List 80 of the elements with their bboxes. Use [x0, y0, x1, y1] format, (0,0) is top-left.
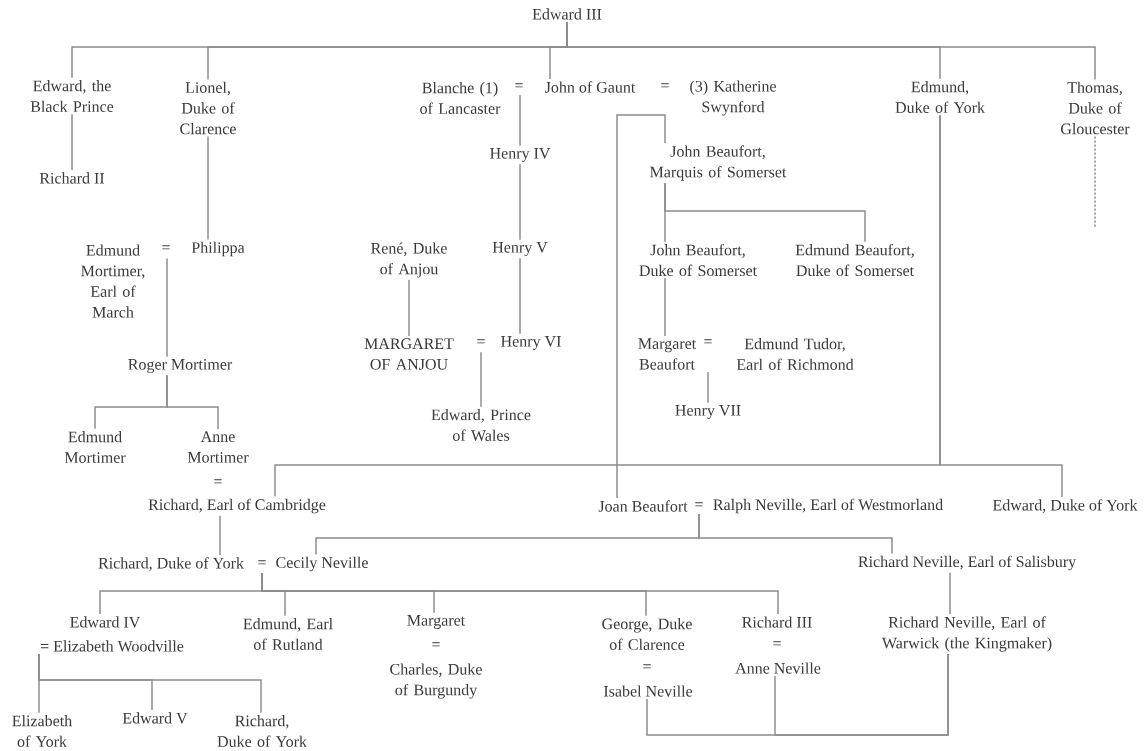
marriage-sign: = — [773, 641, 781, 646]
marriage-sign: = — [704, 339, 712, 344]
person-name: MARGARET OF ANJOU — [364, 338, 454, 370]
connector-line — [939, 114, 1063, 498]
person-name: Lionel, Duke of Clarence — [180, 81, 236, 135]
connector-line — [519, 257, 521, 335]
person-name: Edmund Mortimer, Earl of March — [81, 244, 145, 318]
person-name: Richard, Earl of Cambridge — [148, 498, 326, 514]
person-name: Edmund Tudor, Earl of Richmond — [736, 338, 854, 370]
connector-line — [519, 94, 521, 147]
person-name: Richard, Duke of York — [217, 715, 307, 747]
person-name: Henry V — [492, 242, 548, 256]
connector-line — [707, 371, 709, 404]
dotted-line — [1094, 135, 1096, 229]
person-name: Edward IV — [70, 616, 141, 628]
person-name: Anne Neville — [735, 662, 821, 674]
connector-line — [664, 117, 666, 144]
person-name: Edmund, Earl of Rutland — [243, 618, 333, 650]
person-name: Anne Mortimer — [187, 431, 249, 463]
connector-line — [408, 279, 410, 337]
person-name: Henry VI — [501, 336, 561, 350]
person-name: Henry IV — [490, 148, 551, 162]
marriage-sign: = — [695, 502, 703, 507]
person-name: Ralph Neville, Earl of Westmorland — [713, 498, 943, 514]
connector-line — [566, 21, 1096, 81]
connector-line — [664, 277, 666, 337]
person-name: Edward V — [122, 712, 188, 724]
person-name: (3) Katherine Swynford — [690, 80, 776, 116]
connector-line — [616, 114, 666, 499]
connector-line — [261, 572, 779, 615]
person-name: Isabel Neville — [603, 685, 693, 697]
connector-line — [166, 257, 168, 358]
marriage-sign: = — [432, 642, 440, 647]
person-name: John Beaufort, Duke of Somerset — [639, 243, 757, 277]
connector-line — [949, 571, 951, 615]
person-name: Richard II — [39, 172, 105, 184]
person-name: Edward III — [532, 8, 602, 20]
person-name: Edward, Duke of York — [992, 499, 1138, 513]
connector-line — [774, 653, 949, 736]
marriage-sign: = — [661, 83, 669, 88]
person-name: Margaret Beaufort — [638, 338, 697, 370]
marriage-sign: = — [643, 664, 651, 669]
connector-line — [698, 513, 893, 555]
person-name: Blanche (1) of Lancaster — [420, 82, 501, 114]
marriage-sign: = — [258, 560, 266, 565]
person-name: George, Duke of Clarence — [602, 618, 692, 650]
person-name: René, Duke of Anjou — [371, 242, 447, 278]
connector-line — [166, 374, 219, 430]
connector-line — [219, 514, 221, 556]
person-name: Roger Mortimer — [128, 359, 233, 374]
connector-line — [664, 182, 866, 243]
connector-line — [480, 351, 482, 408]
person-name: Thomas, Duke of Gloucester — [1061, 81, 1130, 135]
connector-line — [207, 135, 209, 241]
person-name: Edmund Beaufort, Duke of Somerset — [795, 243, 914, 277]
person-name: Richard Neville, Earl of Warwick (the Kingmaker) — [881, 616, 1052, 652]
person-name: Philippa — [191, 241, 245, 257]
person-name: Edward, the Black Prince — [30, 80, 114, 112]
person-name: Henry VII — [675, 405, 741, 419]
marriage-sign: = — [214, 479, 222, 484]
connector-line — [519, 163, 521, 241]
person-name: Elizabeth of York — [12, 715, 72, 747]
person-name: Charles, Duke of Burgundy — [390, 663, 482, 699]
connector-line — [38, 653, 262, 714]
person-name: Richard III — [742, 616, 812, 628]
person-name: Edmund Mortimer — [64, 431, 126, 463]
person-name: John of Gaunt — [545, 81, 636, 93]
connector-line — [71, 113, 73, 171]
person-name: Joan Beaufort — [598, 500, 688, 512]
person-name: Richard Neville, Earl of Salisbury — [858, 555, 1077, 571]
person-name: John Beaufort, Marquis of Somerset — [650, 145, 787, 181]
person-name: Edward, Prince of Wales — [431, 409, 531, 441]
marriage-sign: = — [162, 245, 170, 250]
marriage-sign: = — [515, 83, 523, 88]
marriage-sign: = — [477, 339, 485, 344]
person-name: Edmund, Duke of York — [895, 81, 985, 113]
person-name: Margaret — [407, 615, 466, 629]
person-name: Richard, Duke of York — [98, 557, 244, 571]
person-name: Cecily Neville — [276, 556, 368, 572]
person-name: = Elizabeth Woodville — [40, 640, 184, 652]
